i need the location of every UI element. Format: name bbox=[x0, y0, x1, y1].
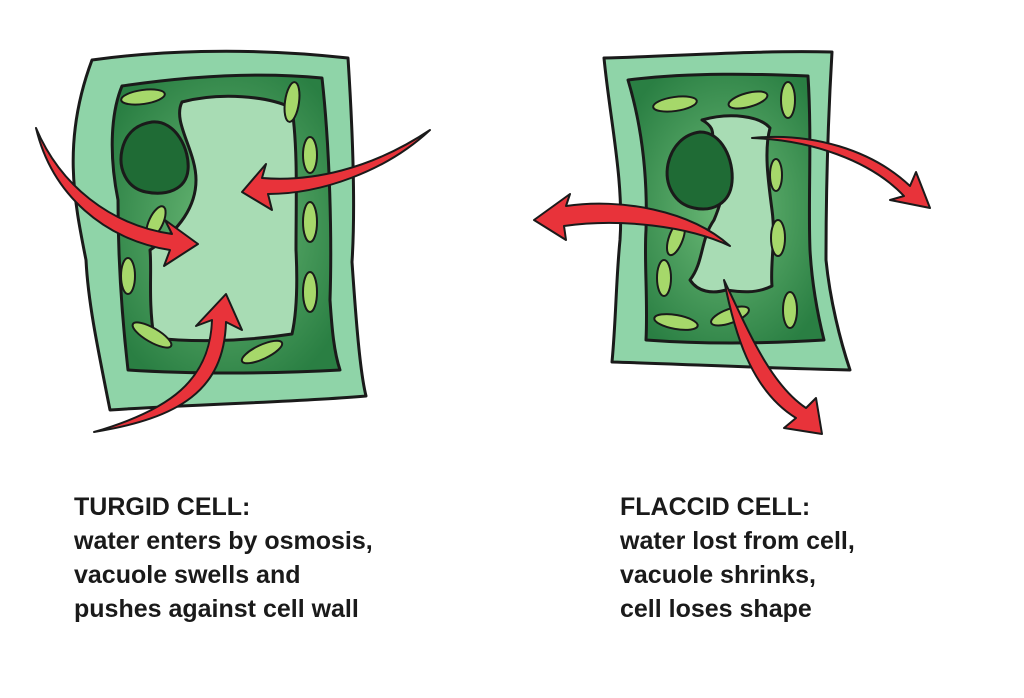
turgid-cell bbox=[35, 49, 431, 433]
chloroplast bbox=[131, 321, 173, 349]
chloroplast bbox=[302, 136, 318, 174]
arrow-in-left bbox=[35, 127, 199, 267]
chloroplast bbox=[120, 257, 136, 295]
flaccid-line-1: water lost from cell, bbox=[620, 527, 855, 555]
turgid-nucleus bbox=[119, 120, 190, 195]
arrow-out-bottom bbox=[723, 279, 823, 435]
arrow-in-right bbox=[241, 129, 431, 211]
turgid-chloroplasts bbox=[120, 81, 318, 365]
chloroplast bbox=[770, 219, 786, 257]
chloroplast bbox=[656, 259, 672, 297]
chloroplast bbox=[302, 201, 318, 243]
chloroplast bbox=[302, 271, 318, 313]
chloroplast bbox=[240, 339, 284, 365]
flaccid-line-3: cell loses shape bbox=[620, 595, 812, 623]
turgid-line-3: pushes against cell wall bbox=[74, 595, 359, 623]
chloroplast bbox=[652, 95, 698, 113]
flaccid-nucleus bbox=[665, 130, 734, 211]
flaccid-water-arrows bbox=[533, 135, 931, 435]
flaccid-title: FLACCID CELL: bbox=[620, 493, 811, 521]
chloroplast bbox=[769, 158, 783, 192]
flaccid-cell bbox=[533, 50, 931, 435]
turgid-line-2: vacuole swells and bbox=[74, 561, 301, 589]
chloroplast bbox=[283, 81, 301, 123]
chloroplast bbox=[120, 88, 166, 106]
chloroplast bbox=[782, 291, 798, 329]
chloroplast bbox=[653, 313, 699, 331]
turgid-caption: TURGID CELL: water enters by osmosis, va… bbox=[74, 490, 373, 626]
turgid-line-1: water enters by osmosis, bbox=[74, 527, 373, 555]
arrow-out-right bbox=[751, 135, 931, 209]
flaccid-caption: FLACCID CELL: water lost from cell, vacu… bbox=[620, 490, 855, 626]
chloroplast bbox=[727, 90, 769, 110]
chloroplast bbox=[780, 81, 796, 119]
turgid-title: TURGID CELL: bbox=[74, 493, 251, 521]
arrow-out-left bbox=[533, 193, 731, 247]
flaccid-line-2: vacuole shrinks, bbox=[620, 561, 816, 589]
arrow-in-bottom bbox=[93, 293, 243, 433]
turgid-water-arrows bbox=[35, 127, 431, 433]
